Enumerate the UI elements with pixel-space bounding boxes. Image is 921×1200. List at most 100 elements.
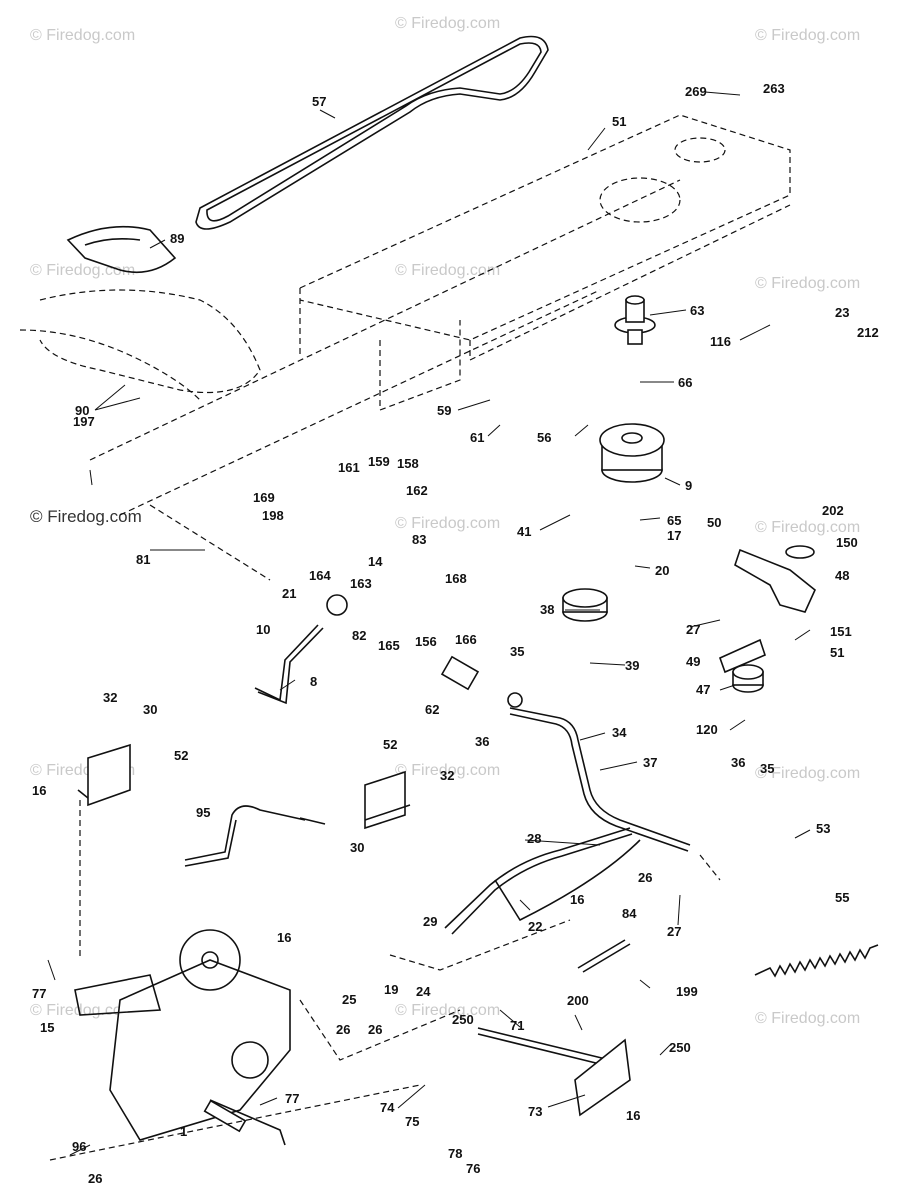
callout-75: 75 bbox=[405, 1114, 419, 1129]
callout-197: 197 bbox=[73, 414, 95, 429]
callout-161: 161 bbox=[338, 460, 360, 475]
callout-74: 74 bbox=[380, 1100, 395, 1115]
leader-lines bbox=[47, 91, 811, 1156]
callout-34: 34 bbox=[612, 725, 627, 740]
callout-19: 19 bbox=[384, 982, 398, 997]
callout-202: 202 bbox=[822, 503, 844, 518]
rod-95 bbox=[184, 805, 326, 867]
callout-37: 37 bbox=[643, 755, 657, 770]
bracket-30-left bbox=[77, 743, 131, 807]
callout-16: 16 bbox=[32, 783, 46, 798]
tractor-frame bbox=[89, 114, 791, 581]
callout-164: 164 bbox=[309, 568, 331, 583]
lift-rod-34 bbox=[440, 655, 691, 852]
callout-20: 20 bbox=[655, 563, 669, 578]
callout-36: 36 bbox=[731, 755, 745, 770]
callout-15: 15 bbox=[40, 1020, 54, 1035]
callout-77: 77 bbox=[285, 1091, 299, 1106]
callout-53: 53 bbox=[816, 821, 830, 836]
callout-32: 32 bbox=[103, 690, 117, 705]
callout-73: 73 bbox=[528, 1104, 542, 1119]
callout-156: 156 bbox=[415, 634, 437, 649]
callout-26: 26 bbox=[638, 870, 652, 885]
connection-lines bbox=[49, 800, 721, 1161]
callout-24: 24 bbox=[416, 984, 431, 999]
callout-158: 158 bbox=[397, 456, 419, 471]
watermark: © Firedog.com bbox=[395, 262, 500, 279]
callout-250: 250 bbox=[452, 1012, 474, 1027]
callout-61: 61 bbox=[470, 430, 484, 445]
callout-29: 29 bbox=[423, 914, 437, 929]
bracket-30-center bbox=[364, 770, 411, 830]
callout-81: 81 bbox=[136, 552, 150, 567]
callout-63: 63 bbox=[690, 303, 704, 318]
callout-23: 23 bbox=[835, 305, 849, 320]
callout-1: 1 bbox=[180, 1124, 187, 1139]
callout-49: 49 bbox=[686, 654, 700, 669]
callout-166: 166 bbox=[455, 632, 477, 647]
callout-51: 51 bbox=[830, 645, 844, 660]
callout-47: 47 bbox=[696, 682, 710, 697]
callout-51: 51 bbox=[612, 114, 626, 129]
callout-263: 263 bbox=[763, 81, 785, 96]
callout-89: 89 bbox=[170, 231, 184, 246]
callout-66: 66 bbox=[678, 375, 692, 390]
callout-62: 62 bbox=[425, 702, 439, 717]
callout-212: 212 bbox=[857, 325, 879, 340]
callout-9: 9 bbox=[685, 478, 692, 493]
pulley-38 bbox=[562, 588, 608, 622]
watermark: © Firedog.com bbox=[395, 1002, 500, 1019]
drive-belt bbox=[195, 35, 549, 230]
spring-55 bbox=[754, 944, 879, 978]
callout-16: 16 bbox=[570, 892, 584, 907]
callout-56: 56 bbox=[537, 430, 551, 445]
callout-30: 30 bbox=[143, 702, 157, 717]
watermark: © Firedog.com bbox=[30, 1002, 135, 1019]
callout-163: 163 bbox=[350, 576, 372, 591]
callout-55: 55 bbox=[835, 890, 849, 905]
watermark-main: © Firedog.com bbox=[30, 507, 142, 526]
callout-165: 165 bbox=[378, 638, 400, 653]
callout-59: 59 bbox=[437, 403, 451, 418]
electric-clutch-9 bbox=[599, 423, 665, 483]
callout-84: 84 bbox=[622, 906, 637, 921]
callout-76: 76 bbox=[466, 1161, 480, 1176]
control-rods bbox=[444, 827, 641, 935]
callout-150: 150 bbox=[836, 535, 858, 550]
watermark: © Firedog.com bbox=[395, 15, 500, 32]
hood-panel bbox=[19, 225, 261, 401]
watermark: © Firedog.com bbox=[755, 1010, 860, 1027]
callout-28: 28 bbox=[527, 831, 541, 846]
callout-78: 78 bbox=[448, 1146, 462, 1161]
callout-168: 168 bbox=[445, 571, 467, 586]
callout-48: 48 bbox=[835, 568, 849, 583]
callout-21: 21 bbox=[282, 586, 296, 601]
callout-200: 200 bbox=[567, 993, 589, 1008]
callout-77: 77 bbox=[32, 986, 46, 1001]
watermark: © Firedog.com bbox=[395, 762, 500, 779]
drive-belt-inner bbox=[206, 42, 542, 222]
callout-65: 65 bbox=[667, 513, 681, 528]
callout-83: 83 bbox=[412, 532, 426, 547]
callouts: 57 51 269 263 89 90 63 23 116 212 66 59 … bbox=[32, 81, 879, 1186]
watermark: © Firedog.com bbox=[755, 519, 860, 536]
callout-30: 30 bbox=[350, 840, 364, 855]
callout-57: 57 bbox=[312, 94, 326, 109]
callout-199: 199 bbox=[676, 984, 698, 999]
watermark: © Firedog.com bbox=[755, 27, 860, 44]
callout-96: 96 bbox=[72, 1139, 86, 1154]
callout-22: 22 bbox=[528, 919, 542, 934]
callout-41: 41 bbox=[517, 524, 531, 539]
watermarks: © Firedog.com © Firedog.com © Firedog.co… bbox=[30, 15, 860, 1027]
callout-8: 8 bbox=[310, 674, 317, 689]
callout-50: 50 bbox=[707, 515, 721, 530]
watermark: © Firedog.com bbox=[755, 275, 860, 292]
callout-95: 95 bbox=[196, 805, 210, 820]
callout-26: 26 bbox=[88, 1171, 102, 1186]
callout-198: 198 bbox=[262, 508, 284, 523]
transaxle-1 bbox=[74, 929, 291, 1146]
callout-90: 90 bbox=[75, 403, 89, 418]
callout-151: 151 bbox=[830, 624, 852, 639]
callout-32: 32 bbox=[440, 768, 454, 783]
